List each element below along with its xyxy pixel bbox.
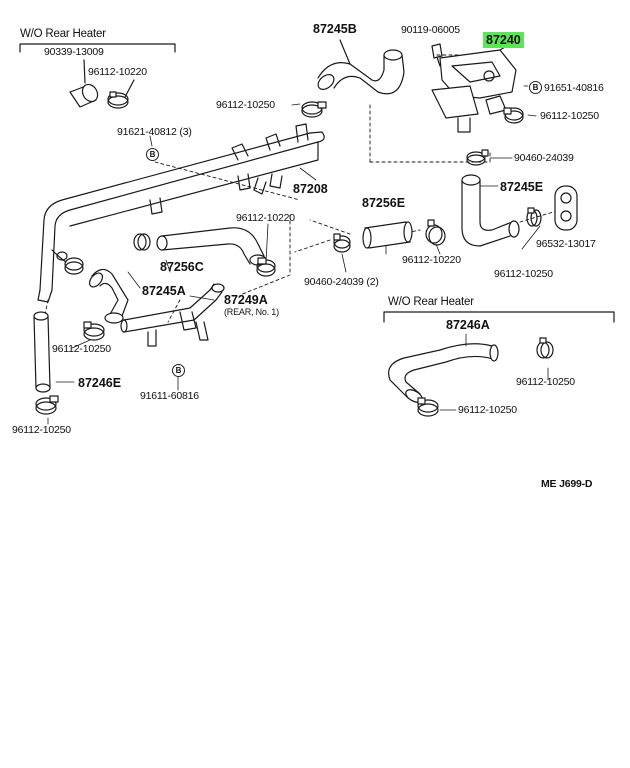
clamp-96112-10250-b bbox=[503, 107, 524, 124]
clip-90460-24039-a bbox=[466, 149, 489, 166]
clip-90460-24039-b bbox=[333, 233, 351, 253]
hose-87246E bbox=[33, 311, 51, 393]
part-label-87245A: 87245A bbox=[142, 284, 186, 298]
part-label-96532-13017: 96532-13017 bbox=[536, 238, 596, 250]
part-label-96112-10250-c: 96112-10250 bbox=[494, 268, 553, 280]
pipe-87208 bbox=[37, 123, 325, 303]
part-label-87245E: 87245E bbox=[500, 180, 544, 194]
clamp-96112-10220-b bbox=[425, 219, 446, 246]
pipe-87249A bbox=[120, 283, 225, 347]
bolt-marker-91651: B bbox=[529, 81, 542, 94]
part-label-96112-10220-a: 96112-10220 bbox=[88, 66, 147, 78]
part-label-91651-40816: 91651-40816 bbox=[544, 82, 604, 94]
water-valve-87240 bbox=[431, 43, 517, 133]
part-label-96112-10250-f: 96112-10250 bbox=[516, 376, 575, 388]
clamp-96112-10220-c bbox=[256, 257, 276, 277]
hose-87256E bbox=[362, 221, 413, 249]
part-label-87256E: 87256E bbox=[362, 196, 406, 210]
part-label-87249A: 87249A bbox=[224, 293, 268, 307]
left-section-header: W/O Rear Heater bbox=[20, 28, 106, 40]
bolt-marker-91611: B bbox=[172, 364, 185, 377]
part-label-87208: 87208 bbox=[293, 182, 328, 196]
part-label-87256C: 87256C bbox=[160, 260, 204, 274]
left-section-bracket bbox=[19, 43, 176, 53]
right-section-header: W/O Rear Heater bbox=[388, 296, 474, 308]
part-label-96112-10220-c: 96112-10220 bbox=[236, 212, 295, 224]
part-label-87246A: 87246A bbox=[446, 318, 490, 332]
part-label-90339-13009: 90339-13009 bbox=[44, 46, 104, 58]
part-label-96112-10250-g: 96112-10250 bbox=[458, 404, 517, 416]
hose-87245E bbox=[461, 174, 520, 247]
clamp-96112-10250-d bbox=[83, 321, 105, 341]
part-label-87245B: 87245B bbox=[313, 22, 357, 36]
bolt-marker-91621: B bbox=[146, 148, 159, 161]
clamp-96112-10250-e bbox=[35, 395, 59, 415]
part-label-90460-24039-a: 90460-24039 bbox=[514, 152, 574, 164]
hose-87245B bbox=[317, 39, 405, 95]
hose-87246A bbox=[388, 343, 499, 403]
part-label-91611-60816: 91611-60816 bbox=[140, 390, 199, 402]
part-label-96112-10250-d: 96112-10250 bbox=[52, 343, 111, 355]
grommet-96532-13017 bbox=[554, 185, 578, 231]
clamp-96112-10250-a bbox=[301, 101, 327, 118]
clamp-96112-10220-c-left bbox=[133, 233, 151, 251]
part-label-90460-24039-b: 90460-24039 (2) bbox=[304, 276, 379, 288]
hose-87245A bbox=[88, 268, 129, 324]
part-label-90119-06005: 90119-06005 bbox=[401, 24, 460, 36]
part-label-87246E: 87246E bbox=[78, 376, 122, 390]
part-label-96112-10250-e: 96112-10250 bbox=[12, 424, 71, 436]
part-label-91621-40812: 91621-40812 (3) bbox=[117, 126, 192, 138]
diagram-code: ME J699-D bbox=[541, 478, 593, 490]
part-label-96112-10220-b: 96112-10220 bbox=[402, 254, 461, 266]
right-section-bracket bbox=[383, 311, 615, 323]
part-label-87249A-note: (REAR, No. 1) bbox=[224, 307, 279, 317]
cap-90339-13009 bbox=[69, 59, 99, 108]
part-label-96112-10250-a: 96112-10250 bbox=[216, 99, 275, 111]
part-label-87240-highlighted: 87240 bbox=[483, 32, 524, 48]
clamp-96112-10220-a bbox=[107, 79, 135, 109]
part-label-96112-10250-b: 96112-10250 bbox=[540, 110, 599, 122]
clamp-96112-10250-c bbox=[526, 207, 542, 227]
clamp-96112-10250-g bbox=[417, 397, 439, 417]
clamp-96112-10250-f bbox=[536, 337, 554, 359]
clamp-96112-10250-pipe bbox=[64, 257, 84, 275]
